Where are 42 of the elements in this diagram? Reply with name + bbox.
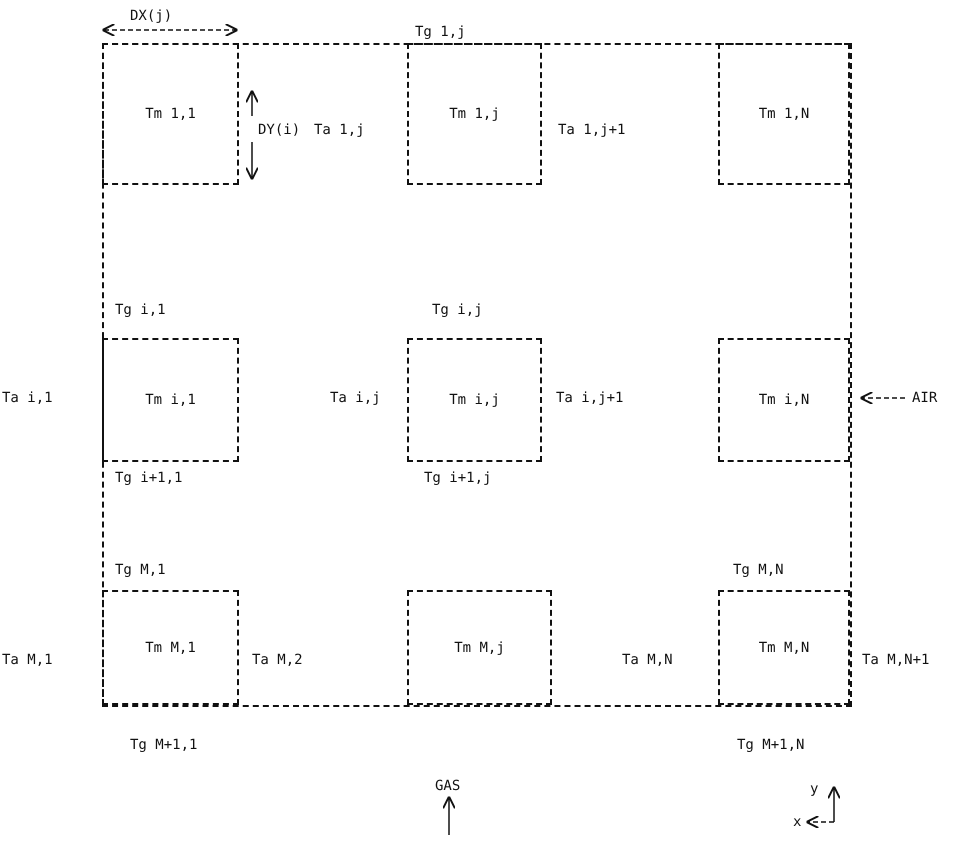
cell-label: Tm 1,j	[449, 106, 500, 122]
temperature-label: Ta 1,j	[314, 122, 365, 138]
temperature-label: Ta M,1	[2, 652, 53, 668]
cell-label: Tm i,N	[758, 392, 810, 408]
temperature-label: Tg i+1,j	[424, 470, 492, 486]
temperature-label: Tg i,j	[432, 302, 483, 318]
cell-box	[718, 338, 850, 462]
dimension-label: DY(i)	[258, 122, 300, 138]
cell-label: Tm i,1	[145, 392, 196, 408]
temperature-label: Ta M,2	[252, 652, 303, 668]
cell-label: Tm 1,1	[145, 106, 196, 122]
cell-box	[102, 590, 239, 705]
axis-label: x	[793, 814, 802, 830]
temperature-label: Ta i,j+1	[556, 390, 624, 406]
temperature-label: Ta M,N+1	[862, 652, 930, 668]
cell-box	[102, 43, 239, 185]
temperature-label: Ta i,1	[2, 390, 53, 406]
temperature-label: Tg M,1	[115, 562, 166, 578]
temperature-label: Ta i,j	[330, 390, 381, 406]
cell-label: Tm M,N	[758, 640, 810, 656]
cell-label: Tm M,1	[145, 640, 196, 656]
outer-boundary-box	[102, 43, 852, 707]
flow-label: AIR	[912, 390, 938, 406]
temperature-label: Tg M,N	[733, 562, 784, 578]
cell-box	[102, 338, 239, 462]
temperature-label: Ta M,N	[622, 652, 673, 668]
cell-box	[407, 338, 542, 462]
temperature-label: Tg M+1,N	[737, 737, 804, 753]
temperature-label: Tg M+1,1	[130, 737, 198, 753]
flow-label: GAS	[435, 778, 460, 794]
temperature-label: Tg i,1	[115, 302, 166, 318]
cell-box	[718, 590, 850, 705]
dimension-label: DX(j)	[130, 8, 172, 24]
cell-box	[407, 590, 552, 705]
temperature-label: Ta 1,j+1	[558, 122, 626, 138]
axis-label: y	[810, 781, 818, 797]
temperature-label: Tg 1,j	[415, 24, 466, 40]
cell-box	[718, 43, 850, 185]
cell-label: Tm i,j	[449, 392, 500, 408]
cell-label: Tm M,j	[454, 640, 505, 656]
cell-label: Tm 1,N	[758, 106, 810, 122]
cell-box	[407, 43, 542, 185]
